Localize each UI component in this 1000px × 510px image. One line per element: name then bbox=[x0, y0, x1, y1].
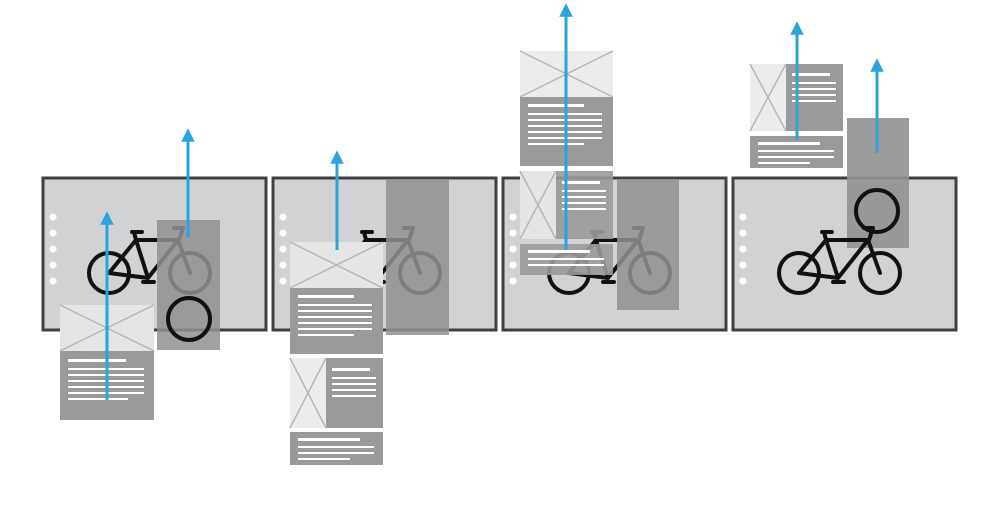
panel-3-card2-image-placeholder-icon bbox=[519, 170, 557, 240]
panel-1-frame bbox=[41, 176, 268, 332]
panel-4-circle-marker-icon bbox=[854, 188, 900, 234]
panel-4-card-image-placeholder-icon bbox=[749, 63, 787, 132]
panel-1 bbox=[41, 128, 268, 420]
panel-2-card-stack bbox=[289, 241, 384, 465]
panel-4-frame bbox=[731, 176, 958, 332]
panel-4-carousel-dots-icon bbox=[739, 213, 747, 285]
panel-2-card2-image-placeholder-icon bbox=[289, 357, 327, 429]
panel-2-carousel-dots-icon bbox=[279, 213, 287, 285]
panel-3-tall-overlay bbox=[617, 180, 679, 310]
panel-2 bbox=[271, 150, 498, 465]
panel-1-circle-marker-icon bbox=[166, 296, 212, 342]
panel-4 bbox=[731, 21, 958, 332]
panel-3-carousel-dots-icon bbox=[509, 213, 517, 285]
panel-1-tall-overlay bbox=[157, 220, 220, 350]
panel-2-tall-overlay bbox=[386, 180, 449, 335]
panel-3 bbox=[501, 3, 728, 332]
panel-1-carousel-dots-icon bbox=[49, 213, 57, 285]
